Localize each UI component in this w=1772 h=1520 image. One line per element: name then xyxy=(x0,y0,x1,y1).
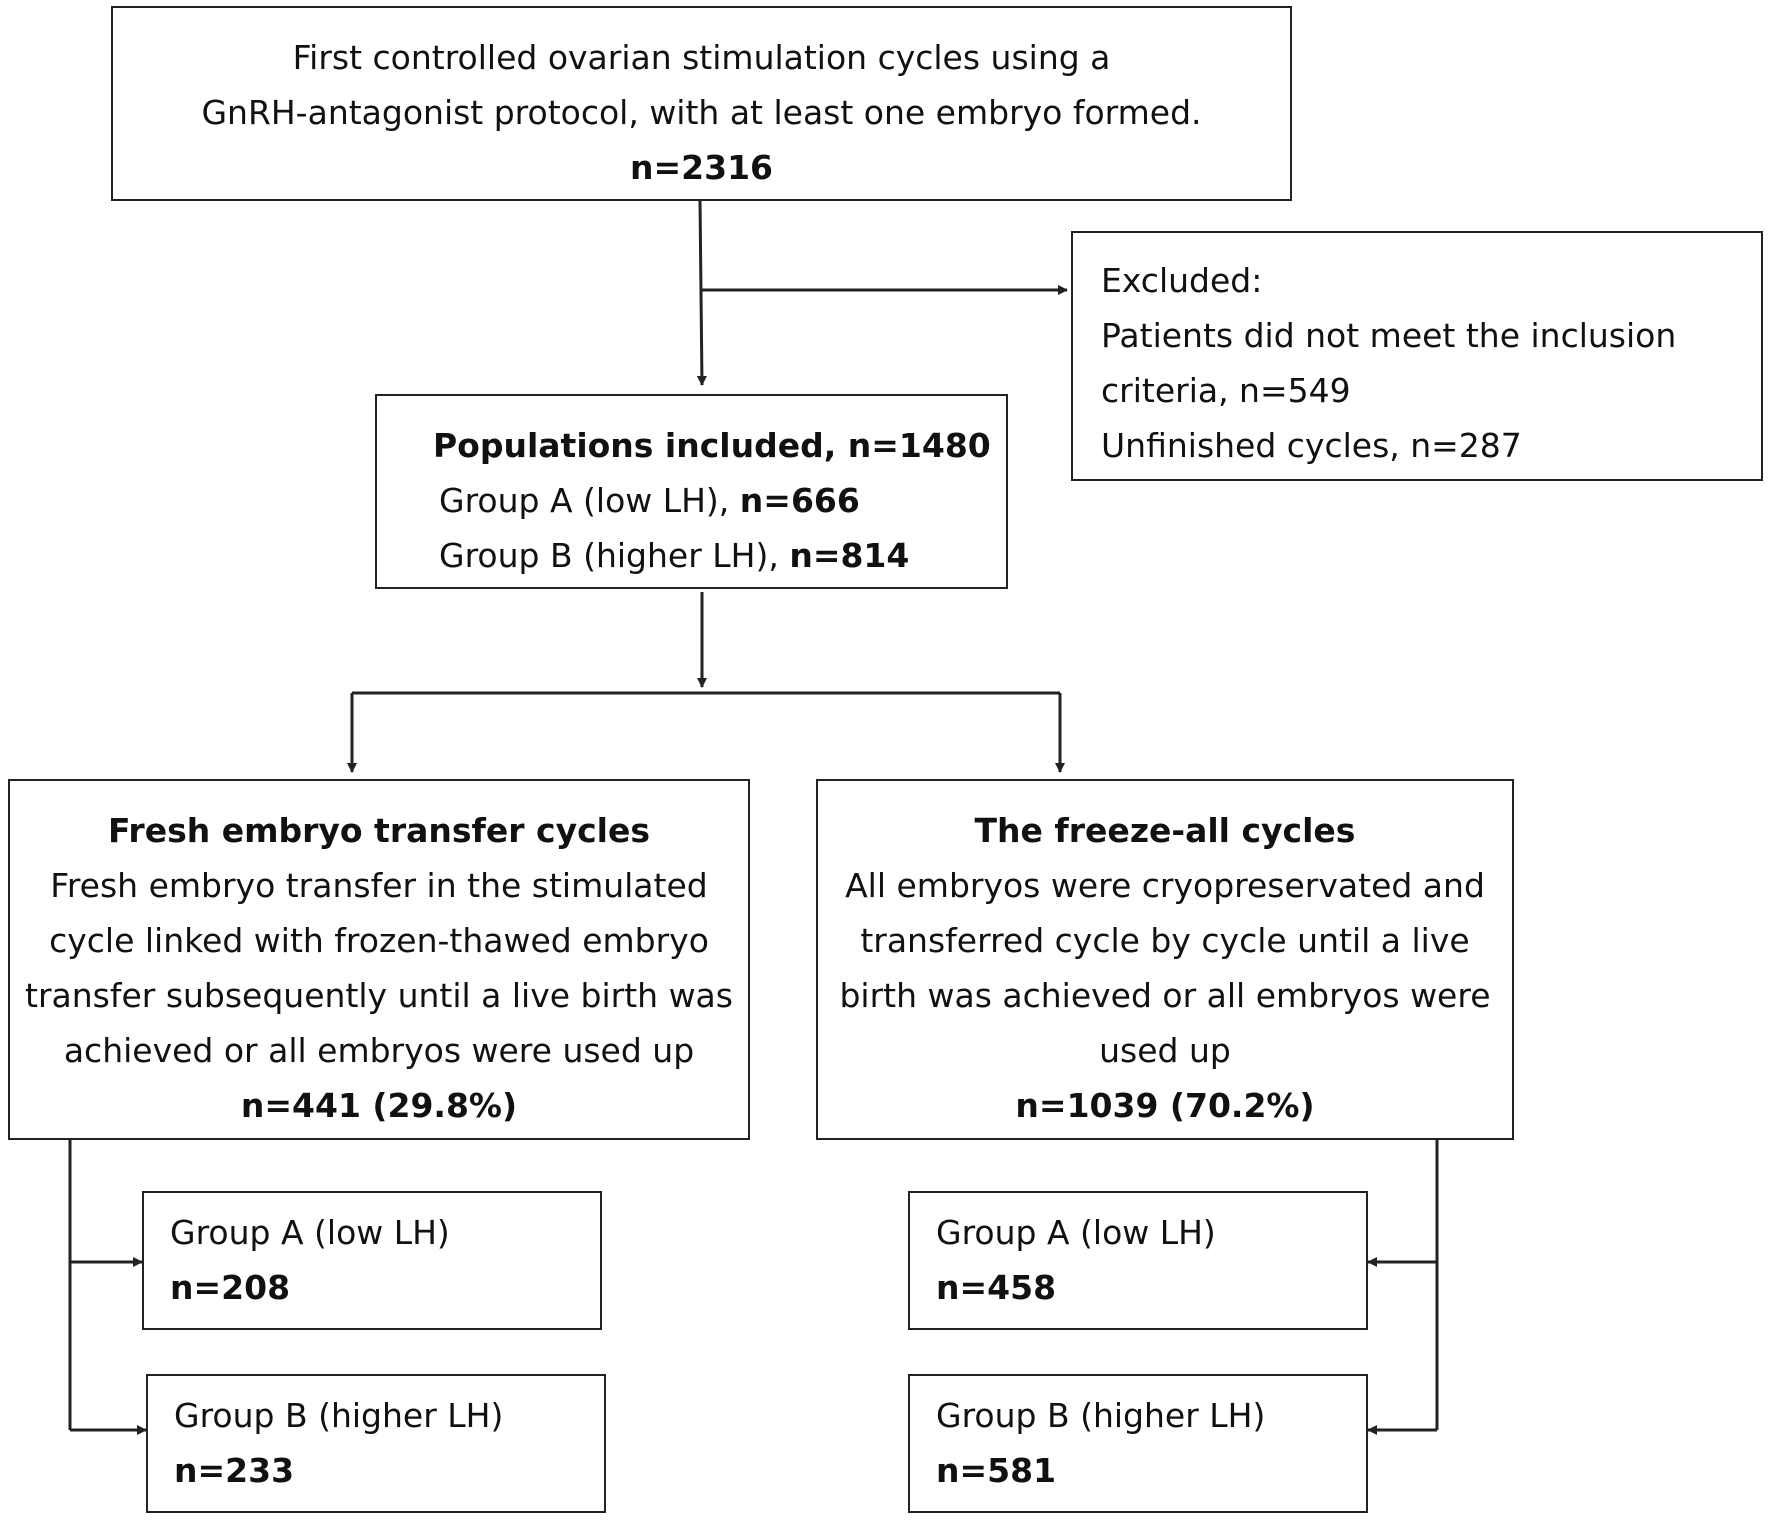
freeze-line1: All embryos were cryopreservated and xyxy=(845,866,1485,905)
included-group-a: Group A (low LH), n=666 xyxy=(433,473,1006,528)
freeze-count: n=1039 (70.2%) xyxy=(1015,1086,1315,1125)
fresh-line3: transfer subsequently until a live birth… xyxy=(25,976,733,1015)
freeze-line4: used up xyxy=(1099,1031,1231,1070)
included-group-b: Group B (higher LH), n=814 xyxy=(433,528,1006,583)
included-title: Populations included, n=1480 xyxy=(433,426,991,465)
fresh-group-a-count: n=208 xyxy=(170,1268,291,1307)
freeze-group-a-box: Group A (low LH) n=458 xyxy=(908,1191,1368,1330)
fresh-title: Fresh embryo transfer cycles xyxy=(108,811,650,850)
freeze-group-b-box: Group B (higher LH) n=581 xyxy=(908,1374,1368,1513)
initial-cycles-line1: First controlled ovarian stimulation cyc… xyxy=(292,38,1111,77)
excluded-line1: Patients did not meet the inclusion xyxy=(1101,316,1677,355)
freeze-line2: transferred cycle by cycle until a live xyxy=(860,921,1470,960)
fresh-line2: cycle linked with frozen-thawed embryo xyxy=(49,921,709,960)
arrow-top-to-included xyxy=(696,199,707,386)
freeze-line3: birth was achieved or all embryos were xyxy=(839,976,1491,1015)
fresh-group-a-label: Group A (low LH) xyxy=(170,1213,450,1252)
included-group-a-label: Group A (low LH), xyxy=(439,481,740,520)
excluded-line3: Unfinished cycles, n=287 xyxy=(1101,426,1522,465)
freeze-all-box: The freeze-all cycles All embryos were c… xyxy=(816,779,1514,1140)
fresh-group-b-count: n=233 xyxy=(174,1451,295,1490)
fresh-count: n=441 (29.8%) xyxy=(240,1086,518,1125)
freeze-group-b-count: n=581 xyxy=(936,1451,1057,1490)
included-group-a-count: n=666 xyxy=(739,481,860,520)
fresh-line1: Fresh embryo transfer in the stimulated xyxy=(50,866,708,905)
included-group-b-label: Group B (higher LH), xyxy=(439,536,790,575)
fresh-group-b-box: Group B (higher LH) n=233 xyxy=(146,1374,606,1513)
initial-cycles-line2: GnRH-antagonist protocol, with at least … xyxy=(201,93,1202,132)
included-group-b-count: n=814 xyxy=(789,536,910,575)
fresh-transfer-box: Fresh embryo transfer cycles Fresh embry… xyxy=(8,779,750,1140)
initial-cycles-box: First controlled ovarian stimulation cyc… xyxy=(111,6,1292,201)
freeze-title: The freeze-all cycles xyxy=(974,811,1356,850)
fresh-group-a-box: Group A (low LH) n=208 xyxy=(142,1191,602,1330)
freeze-group-b-label: Group B (higher LH) xyxy=(936,1396,1266,1435)
fresh-group-b-label: Group B (higher LH) xyxy=(174,1396,504,1435)
excluded-box: Excluded: Patients did not meet the incl… xyxy=(1071,231,1763,481)
excluded-title: Excluded: xyxy=(1101,261,1263,300)
freeze-group-a-count: n=458 xyxy=(936,1268,1057,1307)
fresh-line4: achieved or all embryos were used up xyxy=(63,1031,695,1070)
included-box: Populations included, n=1480 Group A (lo… xyxy=(375,394,1008,589)
excluded-line2: criteria, n=549 xyxy=(1101,371,1351,410)
freeze-group-a-label: Group A (low LH) xyxy=(936,1213,1216,1252)
initial-cycles-count: n=2316 xyxy=(630,148,773,187)
